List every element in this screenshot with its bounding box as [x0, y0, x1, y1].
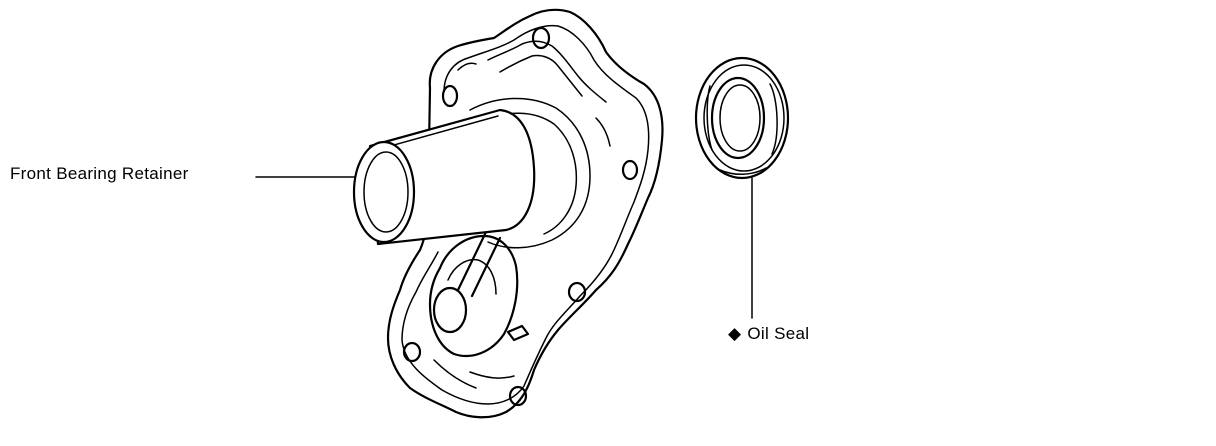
- diamond-marker-icon: ◆: [728, 324, 742, 343]
- oil-seal-callout: ◆ Oil Seal: [728, 324, 809, 344]
- oil-seal-drawing: [694, 56, 790, 180]
- front-bearing-retainer-drawing: [352, 8, 664, 419]
- oil-seal-label: Oil Seal: [747, 324, 810, 343]
- front-bearing-retainer-label: Front Bearing Retainer: [10, 164, 189, 183]
